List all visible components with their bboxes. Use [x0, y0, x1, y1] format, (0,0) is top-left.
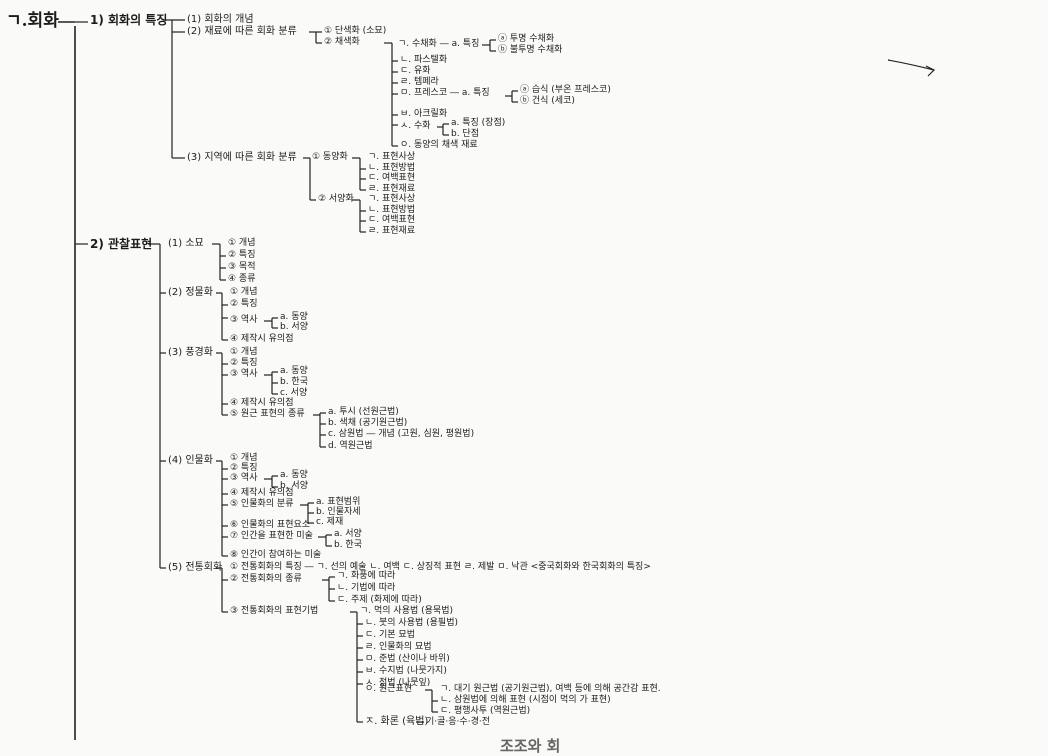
node-portrait-7a: a. 서양 — [334, 529, 362, 539]
node-traditional-3i-items: 기·골·응·수·경·전 — [426, 717, 490, 727]
node-landscape-5c: c. 삼원법 ― 개념 (고원, 심원, 평원법) — [328, 429, 475, 439]
node-landscape-2: ② 특징 — [230, 358, 258, 368]
node-1-2-material-class: (2) 재료에 따른 회화 분류 — [187, 26, 297, 37]
node-western-2: ㄴ. 표현방법 — [368, 205, 416, 215]
node-traditional-3c: ㄷ. 기본 묘법 — [365, 630, 415, 640]
node-portrait-3: ③ 역사 — [230, 473, 258, 483]
node-color-painting: ② 채색화 — [324, 37, 360, 47]
node-eastern-1: ㄱ. 표현사상 — [368, 152, 416, 162]
node-traditional-2a: ㄱ. 화풍에 따라 — [337, 571, 396, 581]
node-landscape-3a: a. 동양 — [280, 366, 308, 376]
node-landscape-3: ③ 역사 — [230, 369, 258, 379]
node-portrait-7b: b. 한국 — [334, 540, 362, 550]
node-1-3-region-class: (3) 지역에 따른 회화 분류 — [187, 152, 297, 163]
node-still-life-1: ① 개념 — [230, 287, 258, 297]
node-still-life-3: ③ 역사 — [230, 315, 258, 325]
node-portrait-5b: b. 인물자세 — [316, 507, 361, 517]
node-monochrome: ① 단색화 (소묘) — [324, 26, 387, 36]
node-portrait-5: ⑤ 인물화의 분류 — [230, 499, 294, 509]
node-western-1: ㄱ. 표현사상 — [368, 194, 416, 204]
node-eastern-3: ㄷ. 여백표현 — [368, 173, 416, 183]
document-title: ㄱ.회화 — [6, 11, 59, 31]
node-portrait-8: ⑧ 인간이 참여하는 미술 — [230, 550, 322, 560]
node-traditional-3f: ㅂ. 수지법 (나뭇가지) — [365, 666, 447, 676]
node-traditional-3h1: ㄱ. 대기 원근법 (공기원근법), 여백 등에 의해 공간감 표현. — [440, 684, 661, 694]
node-traditional-3b: ㄴ. 붓의 사용법 (용필법) — [365, 618, 458, 628]
section-2-heading: 2) 관찰표현 — [90, 237, 153, 251]
node-1-1-concept: (1) 회화의 개념 — [187, 14, 254, 25]
node-drawing-3: ③ 목적 — [228, 262, 256, 272]
node-traditional-3d: ㄹ. 인물화의 묘법 — [365, 642, 432, 652]
node-traditional-1: ① 전통회화의 특징 ― ㄱ. 선의 예술 ㄴ. 여백 ㄷ. 상징적 표현 ㄹ.… — [230, 562, 651, 572]
node-still-life: (2) 정물화 — [168, 287, 213, 298]
node-landscape-5: ⑤ 원근 표현의 종류 — [230, 409, 305, 419]
node-still-life-3b: b. 서양 — [280, 322, 308, 332]
node-water-painting: ㅅ. 수화 — [400, 121, 431, 131]
node-traditional-3g: ㅅ. 점법 (나뭇잎) — [365, 678, 431, 688]
node-watercolor-opaque: ⓑ 불투명 수채화 — [498, 45, 563, 55]
node-drawing: (1) 소묘 — [168, 238, 204, 249]
node-western-4: ㄹ. 표현재료 — [368, 226, 416, 236]
node-fresco: ㅁ. 프레스코 ― a. 특징 — [400, 88, 490, 98]
node-fresco-wet: ⓐ 습식 (부온 프레스코) — [520, 85, 611, 95]
node-western-painting: ② 서양화 — [318, 194, 354, 204]
node-drawing-2: ② 특징 — [228, 250, 256, 260]
node-traditional-2b: ㄴ. 기법에 따라 — [337, 583, 396, 593]
node-traditional-3h3: ㄷ. 평행사투 (역원근법) — [440, 706, 531, 716]
node-tempera: ㄹ. 템페라 — [400, 77, 439, 87]
node-traditional-3i: ㅈ. 화론 (육법) — [365, 716, 429, 727]
node-landscape-5d: d. 역원근법 — [328, 441, 373, 451]
node-portrait-6: ⑥ 인물화의 표현요소 — [230, 520, 311, 530]
node-traditional-3e: ㅁ. 준법 (산이나 바위) — [365, 654, 450, 664]
node-landscape-3b: b. 한국 — [280, 377, 308, 387]
node-water-painting-cons: b. 단점 — [451, 129, 479, 139]
node-landscape-5b: b. 색채 (공기원근법) — [328, 418, 408, 428]
node-still-life-4: ④ 제작시 유의점 — [230, 334, 294, 344]
node-portrait-5a: a. 표현범위 — [316, 497, 361, 507]
node-traditional-3: ③ 전통회화의 표현기법 — [230, 606, 319, 616]
node-watercolor-transparent: ⓐ 투명 수채화 — [498, 34, 555, 44]
node-traditional-2: ② 전통회화의 종류 — [230, 574, 302, 584]
node-water-painting-pros: a. 특징 (장점) — [451, 118, 506, 128]
node-portrait-4: ④ 제작시 유의점 — [230, 488, 294, 498]
node-portrait-5c: c. 제재 — [316, 517, 344, 527]
node-portrait-2: ② 특징 — [230, 463, 258, 473]
node-traditional: (5) 전통회화 — [168, 562, 223, 573]
node-traditional-3a: ㄱ. 먹의 사용법 (용묵법) — [360, 606, 453, 616]
node-landscape-4: ④ 제작시 유의점 — [230, 398, 294, 408]
node-oil: ㄷ. 유화 — [400, 66, 431, 76]
node-landscape: (3) 풍경화 — [168, 347, 213, 358]
section-1-heading: 1) 회화의 특징 — [90, 13, 168, 27]
node-eastern-painting: ① 동양화 — [312, 152, 348, 162]
node-portrait-3b: b. 서양 — [280, 481, 308, 491]
node-portrait-3a: a. 동양 — [280, 470, 308, 480]
node-western-3: ㄷ. 여백표현 — [368, 215, 416, 225]
node-traditional-3h: ㅇ. 원근표현 — [365, 684, 413, 694]
node-traditional-3h2: ㄴ. 삼원법에 의해 표현 (시점이 먹의 가 표현) — [440, 695, 611, 705]
node-eastern-4: ㄹ. 표현재료 — [368, 184, 416, 194]
node-traditional-2c: ㄷ. 주제 (화제에 따라) — [337, 595, 422, 605]
node-fresco-dry: ⓑ 건식 (세코) — [520, 96, 575, 106]
node-pastel: ㄴ. 파스텔화 — [400, 55, 448, 65]
node-landscape-1: ① 개념 — [230, 347, 258, 357]
node-drawing-4: ④ 종류 — [228, 274, 256, 284]
node-landscape-3c: c. 서양 — [280, 388, 308, 398]
node-landscape-5a: a. 투시 (선원근법) — [328, 407, 399, 417]
node-eastern-color-material: ㅇ. 동양의 채색 재료 — [400, 140, 478, 150]
node-still-life-2: ② 특징 — [230, 299, 258, 309]
node-still-life-3a: a. 동양 — [280, 312, 308, 322]
node-eastern-2: ㄴ. 표현방법 — [368, 163, 416, 173]
node-watercolor: ㄱ. 수채화 ― a. 특징 — [398, 39, 480, 49]
node-portrait-1: ① 개념 — [230, 453, 258, 463]
node-portrait-7: ⑦ 인간을 표현한 미술 — [230, 531, 313, 541]
node-portrait: (4) 인물화 — [168, 455, 213, 466]
node-acrylic: ㅂ. 아크릴화 — [400, 109, 448, 119]
node-drawing-1: ① 개념 — [228, 238, 256, 248]
